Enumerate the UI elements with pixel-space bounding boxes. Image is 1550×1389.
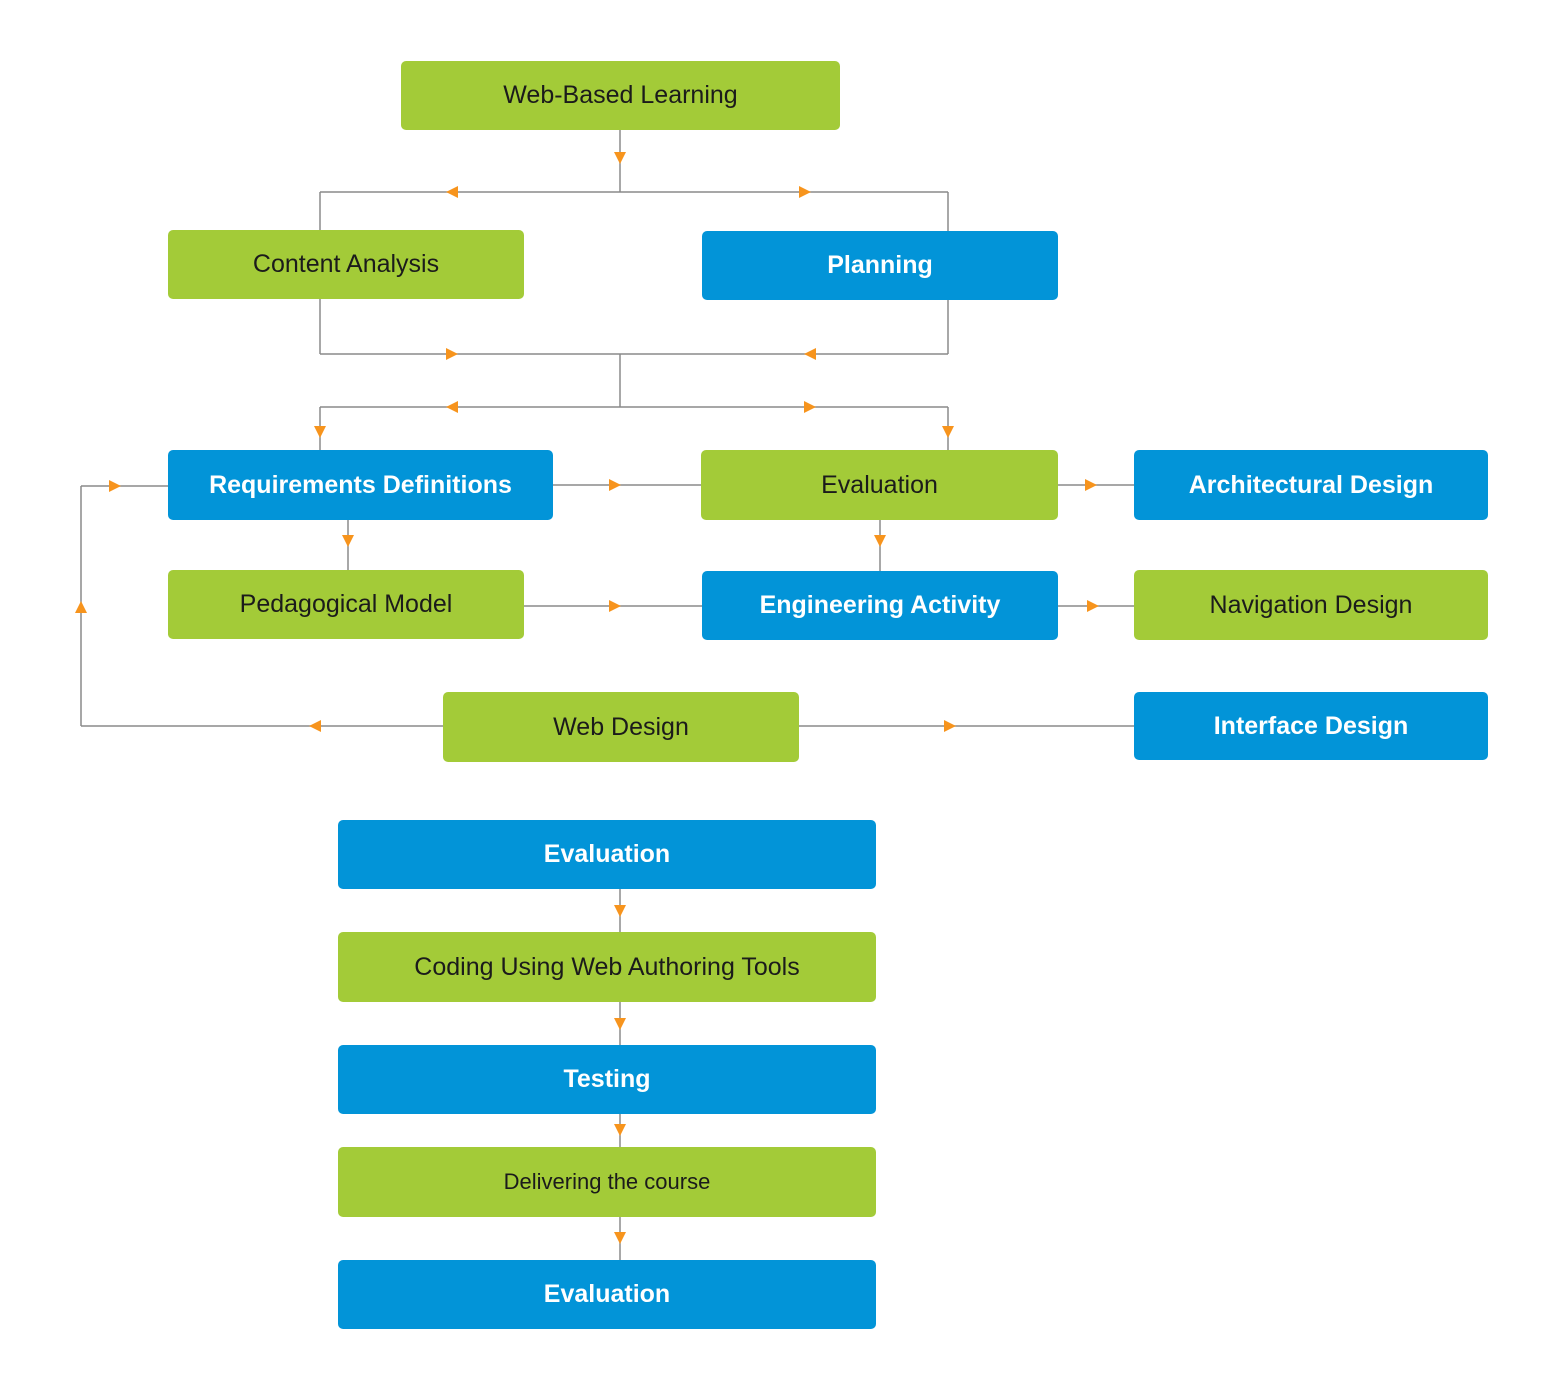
arrowhead-icon <box>874 535 886 547</box>
node-label: Evaluation <box>543 1280 671 1308</box>
node-navigation-design: Navigation Design <box>1134 570 1488 640</box>
node-engineering-activity: Engineering Activity <box>702 571 1058 640</box>
arrowhead-icon <box>446 401 458 413</box>
arrowhead-icon <box>446 348 458 360</box>
node-evaluation-final: Evaluation <box>338 1260 876 1329</box>
node-label: Content Analysis <box>252 250 440 278</box>
node-pedagogical-model: Pedagogical Model <box>168 570 524 639</box>
arrowhead-icon <box>614 905 626 917</box>
arrowhead-icon <box>1087 600 1099 612</box>
node-web-design: Web Design <box>443 692 799 762</box>
arrowhead-icon <box>804 401 816 413</box>
node-requirements-definitions: Requirements Definitions <box>168 450 553 520</box>
node-label: Planning <box>827 251 933 279</box>
arrowhead-icon <box>942 426 954 438</box>
node-label: Delivering the course <box>503 1169 711 1194</box>
node-coding: Coding Using Web Authoring Tools <box>338 932 876 1002</box>
arrowhead-icon <box>309 720 321 732</box>
arrowhead-icon <box>944 720 956 732</box>
node-label: Evaluation <box>543 840 671 868</box>
arrowhead-icon <box>804 348 816 360</box>
node-interface-design: Interface Design <box>1134 692 1488 760</box>
node-label: Interface Design <box>1213 711 1409 740</box>
node-label: Evaluation <box>821 470 938 499</box>
node-label: Testing <box>563 1065 651 1093</box>
arrowhead-icon <box>614 1232 626 1244</box>
node-label: Engineering Activity <box>759 591 1001 619</box>
arrowhead-icon <box>75 601 87 613</box>
node-delivering: Delivering the course <box>338 1147 876 1217</box>
arrowhead-icon <box>1085 479 1097 491</box>
node-evaluation-top: Evaluation <box>701 450 1058 520</box>
node-label: Architectural Design <box>1188 470 1434 499</box>
arrowhead-icon <box>614 152 626 164</box>
arrowhead-icon <box>799 186 811 198</box>
arrowhead-icon <box>446 186 458 198</box>
node-label: Web Design <box>553 712 689 741</box>
node-architectural-design: Architectural Design <box>1134 450 1488 520</box>
arrowhead-icon <box>314 426 326 438</box>
arrowhead-icon <box>609 600 621 612</box>
node-label: Requirements Definitions <box>209 470 512 499</box>
arrowhead-icon <box>614 1018 626 1030</box>
node-web-based-learning: Web-Based Learning <box>401 61 840 130</box>
node-content-analysis: Content Analysis <box>168 230 524 299</box>
node-evaluation-second: Evaluation <box>338 820 876 889</box>
node-label: Navigation Design <box>1209 590 1413 619</box>
arrowhead-icon <box>614 1124 626 1136</box>
node-label: Coding Using Web Authoring Tools <box>414 952 800 981</box>
arrowhead-icon <box>342 535 354 547</box>
arrowhead-icon <box>609 479 621 491</box>
node-testing: Testing <box>338 1045 876 1114</box>
node-label: Web-Based Learning <box>503 81 738 109</box>
node-planning: Planning <box>702 231 1058 300</box>
arrowhead-icon <box>109 480 121 492</box>
node-label: Pedagogical Model <box>239 590 453 618</box>
